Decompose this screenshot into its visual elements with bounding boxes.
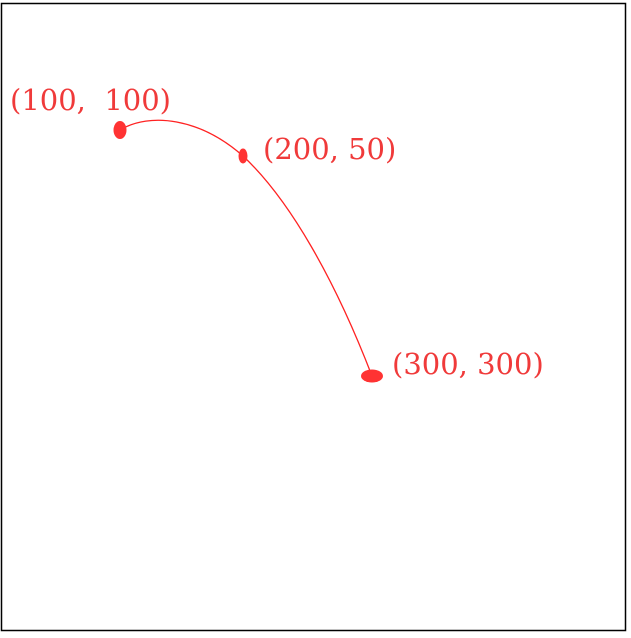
bezier-curve <box>119 119 373 377</box>
point-start-marker <box>113 121 127 139</box>
point-control-label: (200, 50) <box>263 132 396 166</box>
point-end-marker <box>361 369 383 383</box>
point-end-label: (300, 300) <box>392 347 544 381</box>
point-control-marker <box>238 148 248 164</box>
point-start-label: (100, 100) <box>10 83 171 117</box>
